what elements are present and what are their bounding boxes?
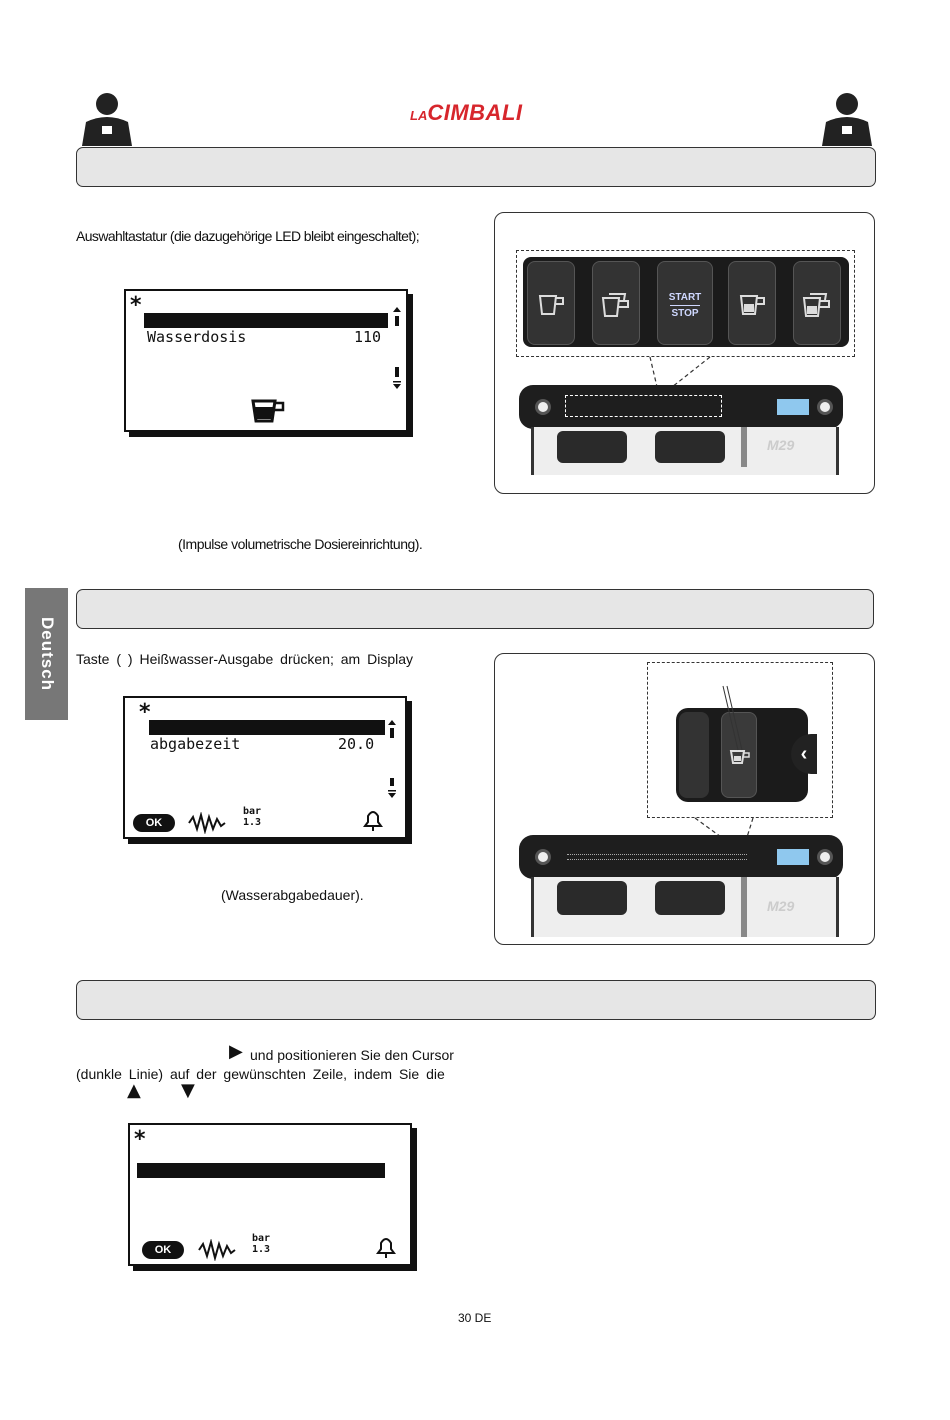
lcd-marker: *: [130, 293, 142, 318]
keypad-photo-1: START STOP M29: [494, 212, 875, 494]
lcd-cursor-bar: [149, 720, 385, 735]
lcd-display-3: * OK bar 1.3: [128, 1123, 412, 1266]
keypad-photo-2: ‹ M29: [494, 653, 875, 945]
ok-button-icon[interactable]: OK: [133, 814, 175, 832]
key-button-double-coffee[interactable]: [793, 261, 841, 345]
bell-icon: [376, 1238, 396, 1258]
group-head-left: [557, 881, 627, 915]
key-button-start-stop[interactable]: START STOP: [657, 261, 713, 345]
single-coffee-cup-icon: [739, 295, 765, 315]
section-header-bar-3: [76, 980, 876, 1020]
machine-knob-right: [817, 399, 833, 415]
machine-knob-left: [535, 399, 551, 415]
machine-model-label: M29: [767, 437, 795, 453]
barista-figure-right-icon: [822, 93, 872, 146]
lcd-row-label: abgabezeit: [150, 735, 241, 753]
page-number: 30 DE: [458, 1311, 492, 1325]
ok-button-icon[interactable]: OK: [142, 1241, 184, 1259]
section-header-bar-1: [76, 147, 876, 187]
key-button-single-coffee[interactable]: [728, 261, 776, 345]
espresso-cup-icon: [251, 399, 285, 423]
down-arrow-icon: ▼: [181, 1080, 195, 1101]
wave-icon: [198, 1239, 236, 1261]
key-button-single-espresso[interactable]: [527, 261, 575, 345]
group-head-right: [655, 431, 725, 463]
lcd-row-label: Wasserdosis: [147, 328, 247, 346]
double-coffee-cup-icon: [802, 293, 830, 317]
pressure-icon: bar 1.3: [252, 1233, 270, 1255]
menu-arrow-button[interactable]: ‹: [791, 734, 817, 774]
steam-wand: [741, 427, 747, 467]
scroll-indicator-icon: [388, 720, 396, 798]
section3-line1: und positionieren Sie den Cursor: [250, 1047, 454, 1063]
language-tab: Deutsch: [25, 588, 68, 720]
start-label: START: [668, 292, 702, 303]
key-button-steam[interactable]: [679, 712, 709, 798]
stop-label: STOP: [671, 308, 699, 319]
section-header-bar-2: [76, 589, 874, 629]
machine-display: [777, 399, 809, 415]
brand-logo: LACIMBALI: [410, 100, 523, 126]
lcd-marker: *: [134, 1127, 146, 1152]
bell-icon: [363, 811, 383, 831]
lcd-row-value: 20.0: [338, 735, 375, 753]
machine-model-label: M29: [767, 898, 795, 914]
double-cup-icon: [601, 293, 629, 317]
brand-prefix: LA: [410, 108, 428, 123]
brand-name: CIMBALI: [427, 100, 523, 125]
pressure-value: 1.3: [252, 1244, 271, 1255]
lcd-cursor-bar: [137, 1163, 385, 1178]
section3-line2: (dunkle Linie) auf der gewünschten Zeile…: [76, 1066, 445, 1082]
group-head-left: [557, 431, 627, 463]
lcd-marker: *: [139, 700, 151, 725]
lcd-row-value: 110: [354, 328, 382, 346]
steam-wand: [741, 877, 747, 937]
hot-water-cup-icon: [729, 750, 750, 764]
language-tab-label: Deutsch: [37, 616, 57, 692]
machine-knob-left: [535, 849, 551, 865]
pressure-unit: bar: [252, 1233, 271, 1244]
section1-text-top: Auswahltastatur (die dazugehörige LED bl…: [76, 228, 420, 244]
lcd-cursor-bar: [144, 313, 388, 328]
machine-keypad-row: [567, 854, 747, 860]
right-arrow-icon: ▶: [229, 1041, 243, 1062]
section1-text-bottom: (Impulse volumetrische Dosiereinrichtung…: [178, 536, 423, 552]
single-cup-icon: [538, 295, 564, 315]
pressure-icon: bar 1.3: [243, 806, 261, 828]
machine-keypad-highlight: [565, 395, 722, 417]
key-button-hot-water[interactable]: [721, 712, 757, 798]
key-button-double-espresso[interactable]: [592, 261, 640, 345]
keypad-zoom-frame: [647, 662, 833, 818]
start-stop-divider: [670, 305, 700, 306]
section2-text-bottom: (Wasserabgabedauer).: [221, 887, 364, 903]
lcd-display-1: * Wasserdosis 110: [124, 289, 408, 432]
keypad-zoom-frame: [516, 250, 855, 357]
lcd-display-2: * abgabezeit 20.0 OK bar 1.3: [123, 696, 407, 839]
machine-knob-right: [817, 849, 833, 865]
up-arrow-icon: ▲: [127, 1080, 141, 1101]
pressure-unit: bar: [243, 806, 262, 817]
group-head-right: [655, 881, 725, 915]
wave-icon: [188, 812, 226, 834]
section2-text-top: Taste ( ) Heißwasser-Ausgabe drücken; am…: [76, 651, 414, 667]
barista-figure-left-icon: [82, 93, 132, 146]
scroll-indicator-icon: [393, 307, 401, 389]
pressure-value: 1.3: [243, 817, 262, 828]
machine-display: [777, 849, 809, 865]
